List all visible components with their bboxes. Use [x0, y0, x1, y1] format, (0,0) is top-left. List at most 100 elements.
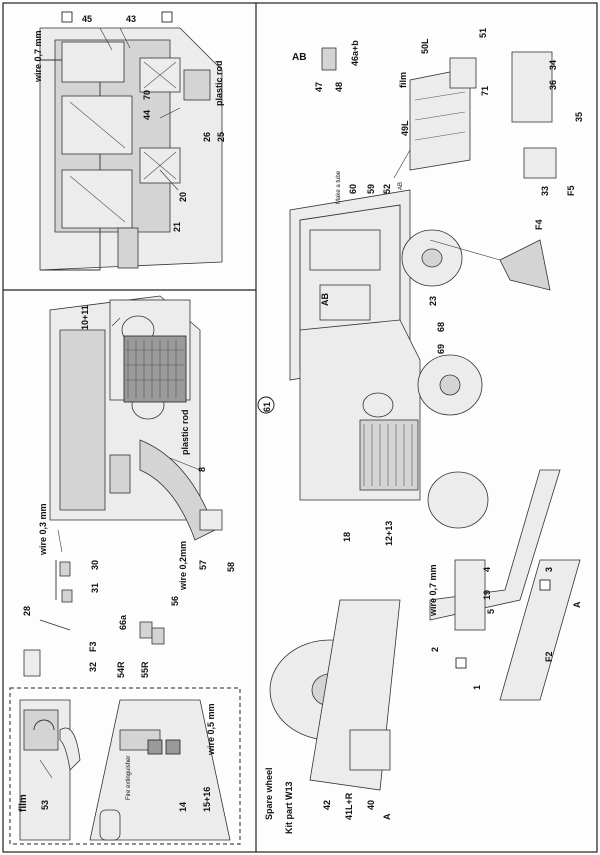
tow-hook-plate	[454, 559, 486, 631]
glue-icon	[455, 657, 467, 669]
part-56	[151, 627, 165, 645]
instrument-cluster	[23, 709, 59, 751]
rack-bracket	[349, 729, 391, 771]
label-71: 71	[480, 86, 490, 96]
back-window	[309, 229, 381, 271]
label-25: 25	[216, 132, 226, 142]
label-26: 26	[202, 132, 212, 142]
label-54R: 54R	[116, 661, 126, 678]
fender-F4	[499, 239, 551, 291]
panel-front-body: 10+11 plastic rod 8 wire 0,3 mm 30 31 28…	[22, 295, 236, 678]
label-kit-part-w13: Kit part W13	[284, 781, 294, 834]
label-film: film	[18, 794, 29, 812]
label-50L: 50L	[420, 38, 430, 54]
glue-icon	[61, 11, 73, 23]
wheel-lower	[427, 471, 489, 529]
label-AB-mid: AB	[320, 293, 330, 306]
label-41LR: 41L+R	[344, 792, 354, 820]
step-part	[117, 227, 139, 269]
label-wire-02: wire 0,2mm	[178, 541, 188, 591]
label-wire-03: wire 0,3 mm	[38, 503, 48, 556]
window-frame-upper	[61, 41, 125, 83]
front-grille	[359, 419, 419, 491]
label-wire-07: wire 0,7 mm	[33, 30, 43, 83]
bracket-57	[199, 509, 223, 531]
label-53: 53	[40, 800, 50, 810]
label-47: 47	[314, 82, 324, 92]
frame-rail	[499, 559, 581, 701]
label-66a: 66a	[118, 614, 128, 630]
part-46ab	[321, 47, 337, 71]
label-3: 3	[544, 567, 554, 572]
pedal-16	[165, 739, 181, 755]
label-69: 69	[436, 344, 446, 354]
label-make-a-tube: Make a tube	[336, 170, 342, 204]
label-42: 42	[322, 800, 332, 810]
label-30: 30	[90, 560, 100, 570]
label-wire-07: wire 0,7 mm	[428, 564, 438, 617]
label-40: 40	[366, 800, 376, 810]
label-plastic-rod: plastic rod	[214, 60, 224, 106]
label-28: 28	[22, 606, 32, 616]
label-70: 70	[142, 90, 152, 100]
label-60: 60	[348, 184, 358, 194]
label-33: 33	[540, 186, 550, 196]
label-wire-05: wire 0,5 mm	[206, 703, 216, 756]
label-film: film	[398, 72, 408, 88]
label-F3: F3	[88, 641, 98, 652]
part-32	[23, 649, 41, 677]
part-66a	[139, 621, 153, 639]
label-plastic-rod: plastic rod	[180, 409, 190, 455]
box-part-34	[511, 51, 553, 123]
callout-circle-61	[257, 396, 275, 414]
box-part-33	[523, 147, 557, 179]
pedal-15	[147, 739, 163, 755]
gauge-arc	[33, 719, 55, 731]
side-panel	[59, 329, 106, 511]
front-bumper-frame	[429, 469, 561, 621]
label-AB-top: AB	[292, 52, 306, 63]
hinge-part	[109, 454, 131, 494]
label-12-13: 12+13	[384, 521, 394, 546]
label-48: 48	[334, 82, 344, 92]
label-A-left: A	[382, 813, 392, 820]
label-34: 34	[548, 60, 558, 70]
label-19: 19	[482, 590, 492, 600]
label-F5: F5	[566, 185, 576, 196]
label-20: 20	[178, 192, 188, 202]
label-45: 45	[82, 14, 92, 24]
part-30	[59, 561, 71, 577]
label-55R: 55R	[140, 661, 150, 678]
panel-cab-windows: 45 43 wire 0,7 mm 44 70 26 25 plastic ro…	[33, 11, 226, 271]
part-31	[61, 589, 73, 603]
label-68: 68	[436, 322, 446, 332]
label-61: 61	[262, 402, 272, 412]
cab-interior-inset	[9, 687, 241, 845]
label-57: 57	[198, 560, 208, 570]
label-36: 36	[548, 80, 558, 90]
label-2: 2	[430, 647, 440, 652]
headlight	[362, 392, 394, 418]
label-8: 8	[197, 467, 207, 472]
label-fire-extinguisher: Fire extinguisher	[126, 756, 132, 800]
label-51: 51	[478, 28, 488, 38]
label-23: 23	[428, 296, 438, 306]
label-A-right: A	[572, 601, 582, 608]
glue-icon	[539, 579, 551, 591]
part-53	[59, 727, 81, 771]
part-28	[39, 619, 71, 631]
label-21: 21	[172, 222, 182, 232]
label-1: 1	[472, 685, 482, 690]
label-F4: F4	[534, 219, 544, 230]
label-AB-small: AB	[398, 182, 404, 190]
panel-cab-interior: film 53 Fire extinguisher wire 0,5 mm 14…	[18, 699, 231, 841]
label-59: 59	[366, 184, 376, 194]
label-14: 14	[178, 802, 188, 812]
fire-extinguisher	[99, 809, 121, 841]
glue-icon	[161, 11, 173, 23]
label-52: 52	[382, 184, 392, 194]
panel-main-assembly: AB 47 48 46a+b film 50L 51 49L 71 36 34 …	[257, 28, 584, 834]
